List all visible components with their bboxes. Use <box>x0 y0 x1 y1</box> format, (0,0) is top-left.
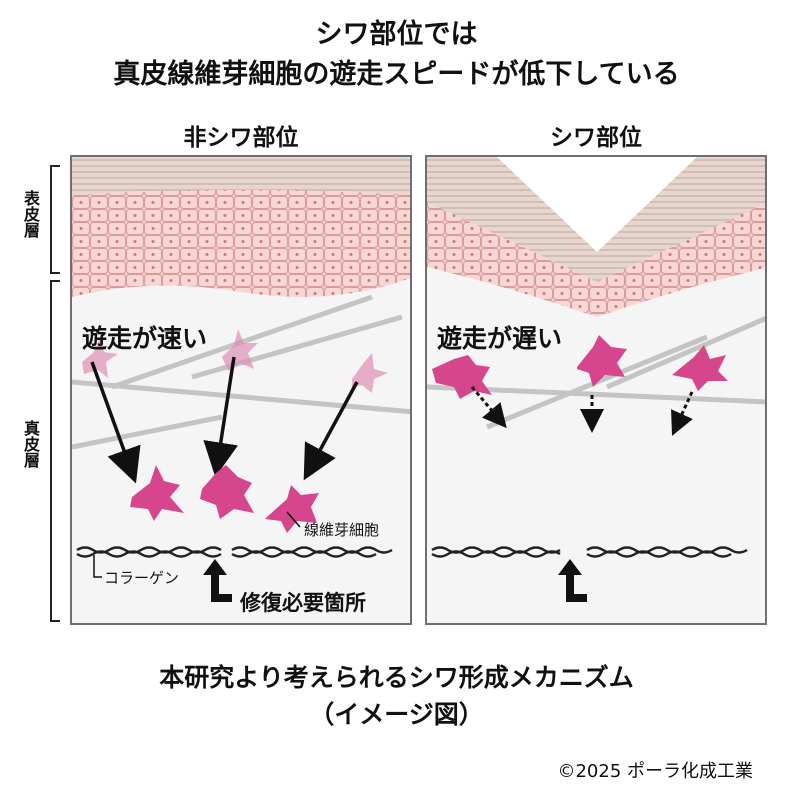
non-wrinkle-illustration <box>72 157 410 602</box>
fibroblast-right-1 <box>432 355 492 399</box>
fibroblast-label: 線維芽細胞 <box>304 521 380 539</box>
collagen-label: コラーゲン <box>104 569 180 587</box>
repair-site-label: 修復必要箇所 <box>240 591 366 615</box>
stratum-corneum-right <box>427 157 765 282</box>
caption-line1: 本研究より考えられるシワ形成メカニズム <box>159 663 634 692</box>
repair-arrow-left <box>203 559 232 602</box>
title-line1: シワ部位では <box>315 19 478 50</box>
caption-line2: （イメージ図） <box>309 700 484 729</box>
wrinkle-panel: 遊走が遅い <box>425 155 767 625</box>
epidermis-label: 表皮層 <box>21 190 40 238</box>
copyright: ©2025 ポーラ化成工業 <box>557 761 753 782</box>
fibroblast-left-bottom3 <box>265 485 319 533</box>
fibroblast-right-3 <box>672 345 728 391</box>
migration-arrows-left <box>90 356 359 484</box>
fibroblast-right-2 <box>577 335 627 387</box>
fibroblast-left-bottom2 <box>200 465 254 519</box>
wrinkle-illustration <box>427 157 765 602</box>
title-line2: 真皮線維芽細胞の遊走スピードが低下している <box>113 59 680 90</box>
collagen-line-right <box>431 546 748 558</box>
fibroblast-left-top1 <box>82 338 118 378</box>
fibroblast-left-top2 <box>222 329 258 371</box>
panel-label-wrinkle: シワ部位 <box>550 125 642 151</box>
speed-label-slow: 遊走が遅い <box>437 324 563 353</box>
migration-arrows-right <box>470 386 694 436</box>
epidermis-cells-left <box>72 190 410 297</box>
dermis-label: 真皮層 <box>21 420 40 468</box>
speed-label-fast: 遊走が速い <box>82 324 208 353</box>
fibroblast-pointer <box>286 511 301 528</box>
non-wrinkle-panel: 遊走が速い 線維芽細胞 コラーゲン 修復必要箇所 <box>70 155 412 625</box>
fibroblast-left-bottom1 <box>130 465 184 521</box>
stratum-corneum-left <box>72 157 410 195</box>
collagen-line-left <box>76 546 393 558</box>
collagen-pointer <box>93 555 102 578</box>
dermis-bracket <box>50 280 60 622</box>
epidermis-bracket <box>50 165 60 274</box>
repair-arrow-right <box>558 559 587 602</box>
epidermis-cells-right <box>427 202 765 317</box>
fibroblast-left-top3 <box>352 353 388 393</box>
panel-label-non-wrinkle: 非シワ部位 <box>183 125 299 151</box>
